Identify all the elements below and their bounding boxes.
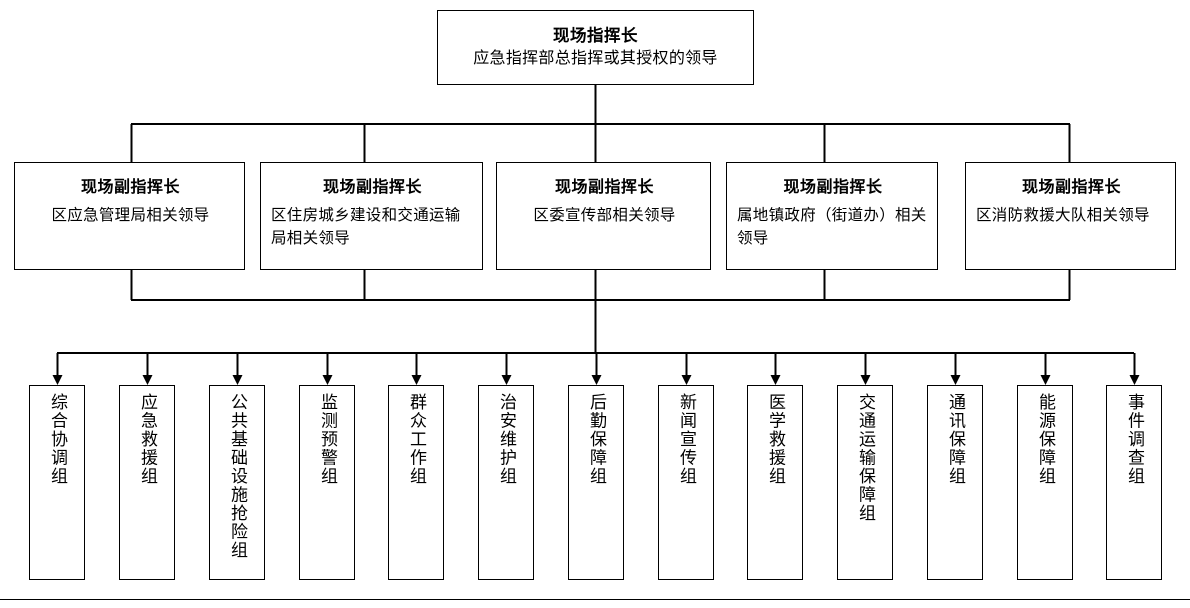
node-working-group[interactable]: 群众工作组 bbox=[388, 385, 444, 580]
node-working-group[interactable]: 治安维护组 bbox=[478, 385, 534, 580]
group-label: 事件调查组 bbox=[1125, 393, 1144, 486]
node-working-group[interactable]: 医学救援组 bbox=[747, 385, 803, 580]
node-deputy-commander-publicity-department[interactable]: 现场副指挥长 区委宣传部相关领导 bbox=[496, 162, 711, 270]
node-working-group[interactable]: 综合协调组 bbox=[29, 385, 85, 580]
group-label: 公共基础设施抢险组 bbox=[228, 393, 247, 560]
group-label: 监测预警组 bbox=[318, 393, 337, 486]
node-deputy-commander-emergency-bureau[interactable]: 现场副指挥长 区应急管理局相关领导 bbox=[14, 162, 245, 270]
group-label: 综合协调组 bbox=[48, 393, 67, 486]
edge-group-drops bbox=[56, 353, 1136, 379]
node-title: 现场副指挥长 bbox=[1021, 179, 1121, 196]
node-subtitle: 属地镇政府（街道办）相关领导 bbox=[737, 207, 927, 248]
node-working-group[interactable]: 事件调查组 bbox=[1106, 385, 1162, 580]
node-title: 现场副指挥长 bbox=[322, 179, 422, 196]
node-title: 现场指挥长 bbox=[553, 25, 638, 45]
node-working-group[interactable]: 新闻宣传组 bbox=[658, 385, 714, 580]
group-label: 通讯保障组 bbox=[946, 393, 965, 486]
node-working-group[interactable]: 能源保障组 bbox=[1017, 385, 1073, 580]
node-subtitle: 区应急管理局相关领导 bbox=[51, 207, 210, 225]
node-title: 现场副指挥长 bbox=[783, 179, 883, 196]
page-bottom-rule bbox=[0, 599, 1190, 600]
group-label: 交通运输保障组 bbox=[856, 393, 875, 523]
node-deputy-commander-fire-rescue[interactable]: 现场副指挥长 区消防救援大队相关领导 bbox=[965, 162, 1176, 270]
node-working-group[interactable]: 通讯保障组 bbox=[927, 385, 983, 580]
group-label: 能源保障组 bbox=[1036, 393, 1055, 486]
node-subtitle: 应急指挥部总指挥或其授权的领导 bbox=[473, 50, 718, 68]
node-deputy-commander-local-township[interactable]: 现场副指挥长 属地镇政府（街道办）相关领导 bbox=[726, 162, 938, 270]
node-subtitle: 区委宣传部相关领导 bbox=[533, 207, 676, 225]
group-label: 医学救援组 bbox=[766, 393, 785, 486]
node-deputy-commander-housing-transport[interactable]: 现场副指挥长 区住房城乡建设和交通运输局相关领导 bbox=[260, 162, 483, 270]
node-working-group[interactable]: 后勤保障组 bbox=[568, 385, 624, 580]
node-title: 现场副指挥长 bbox=[80, 179, 180, 196]
node-on-scene-commander[interactable]: 现场指挥长 应急指挥部总指挥或其授权的领导 bbox=[437, 10, 754, 85]
group-label: 应急救援组 bbox=[138, 393, 157, 486]
group-label: 群众工作组 bbox=[407, 393, 426, 486]
node-title: 现场副指挥长 bbox=[554, 179, 654, 196]
group-label: 后勤保障组 bbox=[587, 393, 606, 486]
node-working-group[interactable]: 应急救援组 bbox=[119, 385, 175, 580]
node-subtitle: 区消防救援大队相关领导 bbox=[976, 207, 1150, 225]
node-working-group[interactable]: 公共基础设施抢险组 bbox=[209, 385, 265, 580]
arrowheads bbox=[52, 375, 1140, 385]
node-subtitle: 区住房城乡建设和交通运输局相关领导 bbox=[271, 207, 461, 248]
group-label: 治安维护组 bbox=[497, 393, 516, 486]
node-working-group[interactable]: 交通运输保障组 bbox=[837, 385, 893, 580]
group-label: 新闻宣传组 bbox=[677, 393, 696, 486]
node-working-group[interactable]: 监测预警组 bbox=[299, 385, 355, 580]
